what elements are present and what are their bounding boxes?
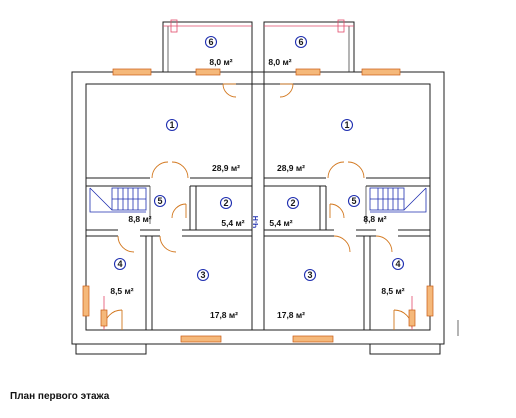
room-area: 8,5 м² — [381, 286, 404, 296]
room-right-5: 5 8,8 м² — [347, 194, 387, 224]
room-right-3: 3 17,8 м² — [277, 268, 317, 320]
svg-text:3: 3 — [307, 270, 312, 280]
room-left-6: 6 8,0 м² — [204, 35, 233, 67]
room-right-2: 2 5,4 м² — [269, 196, 300, 228]
doors — [103, 83, 413, 330]
room-marker: 1 — [165, 118, 179, 132]
room-left-1: 1 28,9 м² — [165, 118, 240, 173]
room-marker: 3 — [196, 268, 210, 282]
room-left-4: 4 8,5 м² — [110, 257, 134, 296]
room-area: 5,4 м² — [269, 218, 292, 228]
room-marker: 5 — [153, 194, 167, 208]
room-area: 8,5 м² — [110, 286, 133, 296]
room-area: 17,8 м² — [210, 310, 238, 320]
svg-text:3: 3 — [200, 270, 205, 280]
porches-bottom — [75, 296, 459, 355]
svg-text:2: 2 — [290, 198, 295, 208]
balconies-top — [162, 19, 355, 73]
room-right-1: 1 28,9 м² — [277, 118, 354, 173]
room-marker: 1 — [340, 118, 354, 132]
room-marker: 2 — [286, 196, 300, 210]
svg-text:6: 6 — [298, 37, 303, 47]
partitions-right — [264, 177, 430, 330]
room-marker: 6 — [204, 35, 218, 49]
outer-walls — [71, 71, 445, 345]
plan-caption: План первого этажа — [10, 391, 110, 402]
room-area: 28,9 м² — [212, 163, 240, 173]
room-right-4: 4 8,5 м² — [381, 257, 405, 296]
room-area: 8,0 м² — [209, 57, 232, 67]
svg-text:6: 6 — [208, 37, 213, 47]
staircase-right — [369, 187, 427, 213]
room-marker: 4 — [113, 257, 127, 271]
room-right-6: 6 8,0 м² — [268, 35, 308, 67]
room-area: 8,0 м² — [268, 57, 291, 67]
room-area: 28,9 м² — [277, 163, 305, 173]
room-marker: 3 — [303, 268, 317, 282]
center-axis-label: Ч-Н — [253, 216, 260, 228]
room-area: 17,8 м² — [277, 310, 305, 320]
staircase-left — [89, 187, 147, 213]
svg-text:1: 1 — [169, 120, 174, 130]
svg-text:2: 2 — [223, 198, 228, 208]
svg-text:4: 4 — [117, 259, 122, 269]
svg-text:1: 1 — [344, 120, 349, 130]
svg-text:5: 5 — [157, 196, 162, 206]
room-area: 5,4 м² — [221, 218, 244, 228]
room-marker: 5 — [347, 194, 361, 208]
windows — [82, 68, 434, 343]
svg-text:4: 4 — [395, 259, 400, 269]
room-area: 8,8 м² — [128, 214, 151, 224]
room-left-3: 3 17,8 м² — [196, 268, 238, 320]
room-left-5: 5 8,8 м² — [128, 194, 167, 224]
room-marker: 6 — [294, 35, 308, 49]
room-left-2: 2 5,4 м² — [219, 196, 245, 228]
room-marker: 4 — [391, 257, 405, 271]
room-marker: 2 — [219, 196, 233, 210]
svg-text:5: 5 — [351, 196, 356, 206]
room-area: 8,8 м² — [363, 214, 386, 224]
partitions-left — [86, 177, 252, 330]
